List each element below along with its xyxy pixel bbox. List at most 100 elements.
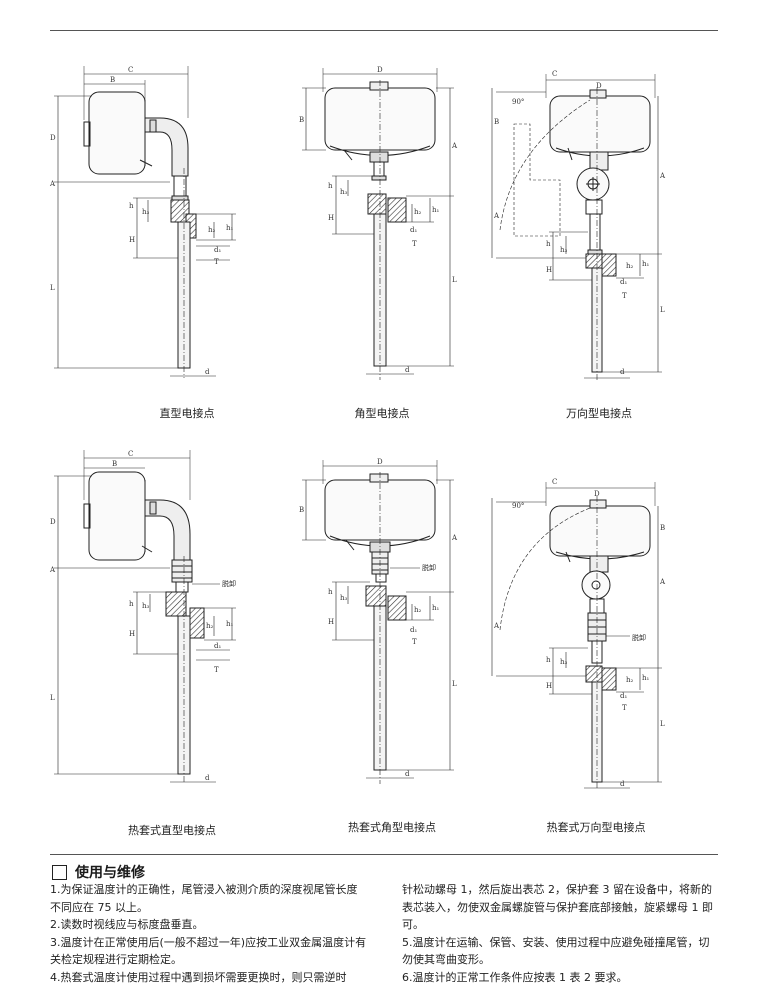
dim-label-d1: d₁ xyxy=(410,626,417,634)
dim-label-d1: d₁ xyxy=(620,278,627,286)
instruction-item: 6.温度计的正常工作条件应按表 1 表 2 要求。 xyxy=(402,970,628,984)
loosen-label: 脱卸 xyxy=(632,633,646,642)
dim-label-h: h xyxy=(328,588,333,596)
dim-label-a-left: A xyxy=(493,212,500,220)
dim-label-d-small: d xyxy=(205,774,210,782)
dim-label-h-upper: H xyxy=(129,630,135,638)
top-rule xyxy=(50,30,718,31)
dim-label-d-small: d xyxy=(405,770,410,778)
dim-label-c: C xyxy=(128,450,133,458)
figure-caption: 热套式角型电接点 xyxy=(348,821,436,834)
dim-label-b: B xyxy=(299,506,304,514)
dim-label-h3: h₃ xyxy=(340,188,348,196)
dim-label-d: D xyxy=(377,458,383,466)
instructions-right-column: 针松动螺母 1，然后旋出表芯 2，保护套 3 留在设备中，将新的表芯装入，勿使双… xyxy=(402,881,720,986)
dim-label-l: L xyxy=(50,284,55,292)
dim-label-d: D xyxy=(50,518,56,526)
dim-label-h1: h₁ xyxy=(226,620,234,628)
dim-label-h2: h₂ xyxy=(208,226,216,234)
dim-label-a: A xyxy=(659,172,666,180)
dim-label-b: B xyxy=(110,76,115,84)
dim-label-h2: h₂ xyxy=(626,676,634,684)
dim-label-t: T xyxy=(214,258,219,266)
dim-label-d1: d₁ xyxy=(410,226,417,234)
dim-label-h: h xyxy=(546,240,551,248)
dim-label-l: L xyxy=(452,276,457,284)
dim-label-t: T xyxy=(412,240,417,248)
dim-label-b: B xyxy=(299,116,304,124)
instruction-item: 2.读数时视线应与标度盘垂直。 xyxy=(50,918,204,931)
dim-label-h: h xyxy=(546,656,551,664)
dim-label-h1: h₁ xyxy=(642,674,650,682)
dim-label-h3: h₃ xyxy=(142,208,150,216)
dim-label-l: L xyxy=(50,694,55,702)
dim-label-angle: 90° xyxy=(512,502,524,510)
instructions-left-column: 1.为保证温度计的正确性，尾管浸入被测介质的深度视尾管长度不同应在 75 以上。… xyxy=(50,881,368,986)
dim-label-t: T xyxy=(622,292,627,300)
dim-label-d: D xyxy=(377,66,383,74)
figure-thermowell-universal-labels: C D 90° B A A L 脱卸 h h₃ H h₂ h₁ d₁ T d xyxy=(493,478,666,788)
dim-label-c: C xyxy=(552,478,557,486)
section-title: 使用与维修 xyxy=(75,865,145,881)
dim-label-h2: h₂ xyxy=(206,622,214,630)
figure-universal xyxy=(491,74,662,380)
dim-label-h-upper: H xyxy=(546,682,552,690)
figure-angle-labels: D B A L h h₃ H h₂ h₁ d₁ T d xyxy=(299,66,458,374)
instruction-item: 5.温度计在运输、保管、安装、使用过程中应避免碰撞尾管，切勿使其弯曲变形。 xyxy=(402,935,710,967)
figure-caption: 直型电接点 xyxy=(159,407,215,420)
checkbox-square-icon xyxy=(52,864,67,880)
dim-label-a-left: A xyxy=(493,622,500,630)
dim-label-h-upper: H xyxy=(546,266,552,274)
dim-label-d1: d₁ xyxy=(214,642,221,650)
instruction-item: 1.为保证温度计的正确性，尾管浸入被测介质的深度视尾管长度不同应在 75 以上。 xyxy=(50,883,358,914)
dim-label-h-upper: H xyxy=(328,214,334,222)
dim-label-d1: d₁ xyxy=(214,246,221,254)
instruction-item: 4.热套式温度计使用过程中遇到损坏需要更换时，则只需逆时 xyxy=(50,970,347,984)
dim-label-a: A xyxy=(49,180,56,188)
figure-caption: 热套式万向型电接点 xyxy=(546,821,646,834)
dim-label-c: C xyxy=(552,70,557,78)
dim-label-d-small: d xyxy=(405,366,410,374)
dim-label-h2: h₂ xyxy=(414,606,422,614)
figure-universal-labels: C D 90° B A A L h h₃ H h₂ h₁ d₁ T d xyxy=(493,70,666,376)
section-rule xyxy=(50,854,718,855)
figure-caption: 角型电接点 xyxy=(354,407,410,420)
instruction-item: 3.温度计在正常使用后(一般不超过一年)应按工业双金属温度计有关检定规程进行定期… xyxy=(50,935,367,967)
dim-label-b: B xyxy=(494,118,499,126)
figure-thermowell-angle xyxy=(302,460,454,784)
dim-label-a: A xyxy=(49,566,56,574)
section-header: 使用与维修 xyxy=(52,862,145,882)
dim-label-l: L xyxy=(660,306,665,314)
figure-thermowell-angle-labels: D B A L 脱卸 h h₃ H h₂ h₁ d₁ T d xyxy=(299,458,458,778)
dim-label-a: A xyxy=(451,142,458,150)
dim-label-t: T xyxy=(622,704,627,712)
dim-label-c: C xyxy=(128,66,133,74)
dim-label-d1: d₁ xyxy=(620,692,627,700)
dim-label-h: h xyxy=(328,182,333,190)
dim-label-t: T xyxy=(214,666,219,674)
dim-label-h: h xyxy=(129,600,134,608)
dim-label-d-small: d xyxy=(620,780,625,788)
dim-label-h3: h₃ xyxy=(340,594,348,602)
dim-label-h-upper: H xyxy=(328,618,334,626)
loosen-label: 脱卸 xyxy=(422,563,436,572)
figure-caption: 热套式直型电接点 xyxy=(128,824,216,837)
figure-straight xyxy=(54,66,236,378)
dim-label-d: D xyxy=(594,490,600,498)
figure-thermowell-straight xyxy=(54,450,236,784)
dim-label-t: T xyxy=(412,638,417,646)
dim-label-h2: h₂ xyxy=(626,262,634,270)
dim-label-d-small: d xyxy=(620,368,625,376)
dim-label-l: L xyxy=(452,680,457,688)
instruction-item: 针松动螺母 1，然后旋出表芯 2，保护套 3 留在设备中，将新的表芯装入，勿使双… xyxy=(402,883,713,931)
dim-label-h-upper: H xyxy=(129,236,135,244)
dim-label-h3: h₃ xyxy=(142,602,150,610)
dim-label-d: D xyxy=(596,82,602,90)
dim-label-a: A xyxy=(659,578,666,586)
dim-label-d-small: d xyxy=(205,368,210,376)
loosen-label: 脱卸 xyxy=(222,579,236,588)
dim-label-h3: h₃ xyxy=(560,658,568,666)
figure-thermowell-straight-labels: C B D A L 脱卸 h h₃ H h₂ h₁ d₁ T d xyxy=(49,450,236,782)
figure-straight-labels: C B D A L H h h₃ h₂ h₁ d₁ T d xyxy=(49,66,234,376)
